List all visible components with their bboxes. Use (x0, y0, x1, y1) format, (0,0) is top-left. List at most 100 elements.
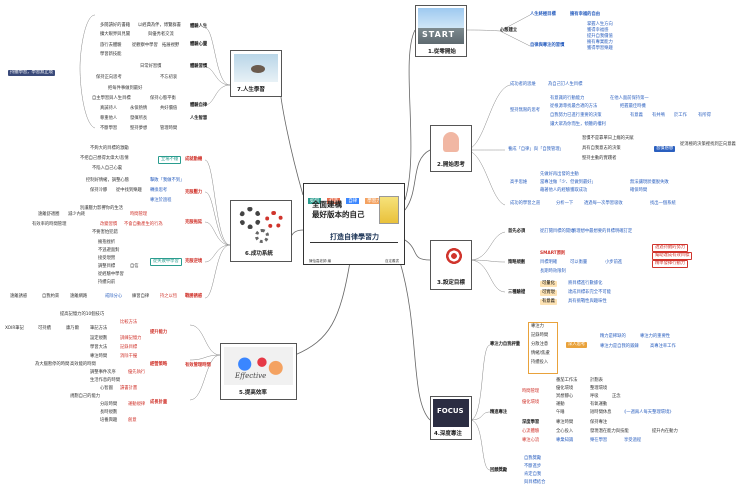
b4-s2a1: 番茄工作法 (556, 378, 578, 383)
b3-sec3: 三種驗證 (508, 290, 526, 295)
b7-s4b: 自主學習與人生目標 (92, 96, 131, 101)
b3-right1: 透過持續的努力 (652, 244, 689, 252)
b7-s2a1: 從觀察中學習 (132, 43, 158, 48)
b2-m3b: 透過每一次學習吸收 (584, 201, 623, 206)
b4-sec1: 專注力自我評量 (490, 342, 521, 347)
center-tag-row: 如何 打造 自律 學習力 (308, 187, 383, 206)
center-tag-3: 自律 (346, 198, 360, 204)
b4-s1r1a: 專注力的重要性 (640, 334, 671, 339)
b4-s1hl: 深入思考 (566, 342, 588, 348)
b7-s5e: 發揮所長 (130, 116, 148, 121)
center-line-2: 最好版本的自己 (312, 210, 365, 219)
b5-l1h: 訓練記憶力 (120, 336, 142, 341)
gears-effective-image (224, 347, 293, 385)
gear-red-icon (265, 211, 283, 229)
b6-s5d: 戒除分心 (105, 294, 123, 299)
b1-heart: 心態建立 (500, 28, 518, 33)
b7-s2: 體驗心靈 (190, 42, 208, 47)
b6-s2a1: 擊敗「我做不到」 (150, 178, 185, 183)
start-sign-text: START (422, 30, 456, 39)
b5-l1i: 學習大法 (90, 345, 108, 350)
road-start-image (418, 8, 464, 44)
b2-r1: 有意識的行動能力 (550, 96, 585, 101)
branch4-node[interactable]: FOCUS 4.深度專注 (430, 396, 472, 440)
b7-s5g: 堅持夢想 (130, 126, 148, 131)
b5-l3: 成長計畫 (150, 400, 168, 405)
b7-s3a2: 不忘初衷 (160, 75, 178, 80)
b5-l2: 經營策略 (150, 362, 168, 367)
branch3-node[interactable]: 3.設定目標 (430, 240, 472, 290)
b3-s3b1: 達成目標非完全不可能 (568, 290, 611, 295)
branch7-label: 7.人生學習 (237, 87, 265, 93)
branch6-label: 6.成功系統 (245, 251, 273, 257)
b6-s2b: 保持冷靜 (90, 188, 108, 193)
b6-s4e: 自信 (130, 264, 139, 269)
b5-l1e: 康乃爾 (66, 326, 79, 331)
b6-s4b: 不逃避面對 (98, 248, 120, 253)
branch1-node[interactable]: START 1.從零開始 (415, 5, 467, 57)
b2-m2: 高手思維 (510, 180, 528, 185)
b2-r3c: 於工作 (674, 113, 687, 118)
b5-l3a: 心智圖 (100, 386, 113, 391)
b6-s2c: 專注於過程 (150, 198, 172, 203)
b4-s1a: 專注力 (531, 324, 544, 329)
b3-s1a: 從訂閱目標的開始 (540, 229, 575, 234)
connector-branch7 (279, 84, 304, 196)
b6-s5e: 練習自律 (132, 294, 150, 299)
branch1-label: 1.從零開始 (428, 49, 456, 55)
b7-s5h: 管理時間 (160, 126, 178, 131)
b5-l3e: 運動規律 (128, 402, 146, 407)
thinking-person-icon (443, 132, 459, 152)
b1-g1a: 擁有幸福的自由 (570, 12, 601, 17)
b6-s5c: 遠離網路 (70, 294, 88, 299)
b6-s3a: 遠離舒適圈 (38, 212, 60, 217)
b1-item-0: 掌握人生方向 (587, 22, 613, 27)
b6-s2b1: 從中找到樂趣 (116, 188, 142, 193)
b4-s2c2: 正念 (612, 394, 621, 399)
b6-s2a: 控制好情緒，調整心態 (86, 178, 129, 183)
b4-s4b: 不斷進步 (524, 464, 542, 469)
b2-r1a: 在他人面前保持第一 (610, 96, 649, 101)
center-underline (310, 242, 398, 243)
b2-r3b: 有共鳴 (652, 113, 665, 118)
center-node[interactable]: 如何 打造 自律 學習力 全面建構 最好版本的自己 打造自律學習力 陳怡嘉老師 … (303, 183, 405, 265)
branch6-node[interactable]: 6.成功系統 (230, 200, 292, 262)
b2-top1a: 為自己訂人生目標 (548, 82, 583, 87)
b1-items: 掌握人生方向 獲得幸福感 提升自我價值 擁有專業能力 獲得學習樂趣 (585, 22, 615, 52)
b6-s4a: 擁抱挫折 (98, 240, 116, 245)
b6-s3b: 時間管理 (130, 212, 148, 217)
b4-s1r1: 精力是稀缺的 (600, 334, 626, 339)
b4-s2e1: 短時間休息 (590, 410, 612, 415)
b4-s2c1: 呼吸 (590, 394, 599, 399)
b5-l1a: 提高記憶力的10個技巧 (60, 312, 105, 317)
branch5-label: 5.提高效率 (239, 390, 267, 396)
b2-side1: 從消極的決策裡找到正向意義 (680, 142, 736, 147)
branch2-node[interactable]: 2.開始思考 (430, 125, 472, 172)
b4-s3c3: 享受過程 (624, 438, 642, 443)
b1-item-1: 獲得幸福感 (587, 28, 609, 33)
b2-m2c: 無法讓現狀擺脫失敗 (630, 180, 669, 185)
b3-s2c: 可以衡量 (570, 260, 588, 265)
b2-m2e: 確保時間 (630, 188, 648, 193)
b5-l2b: 消除干擾 (120, 354, 138, 359)
b5-l1g: 設定規劃 (90, 336, 108, 341)
b4-s3c2: 樂在學習 (590, 438, 608, 443)
b5-l3d: 分段時間 (100, 402, 118, 407)
b7-s4: 體驗自律 (190, 103, 208, 108)
b4-s1-box (528, 322, 558, 374)
center-footer-left: 陳怡嘉老師 編 (309, 259, 332, 263)
branch5-node[interactable]: Effective 5.提高效率 (220, 343, 297, 400)
b4-s2b: 優化環境 (556, 386, 574, 391)
gear-small-icon (255, 229, 269, 243)
b7-note: 持續學習，學習無止境 (8, 70, 55, 76)
b6-s2: 克服壓力 (185, 190, 203, 195)
branch4-label: 4.深度專注 (434, 431, 462, 437)
b7-s1: 體驗人生 (190, 24, 208, 29)
b5-l3b: 讀書計畫 (120, 386, 138, 391)
b7-s2a: 旅行去體驗 (100, 43, 122, 48)
b6-s5b: 自我約束 (42, 294, 60, 299)
b3-right3: 精準發揮行動力 (652, 260, 689, 268)
branch7-node[interactable]: 7.人生學習 (230, 50, 282, 97)
b7-s5f: 不斷學習 (100, 126, 118, 131)
b5-l2a: 專注時間 (90, 354, 108, 359)
